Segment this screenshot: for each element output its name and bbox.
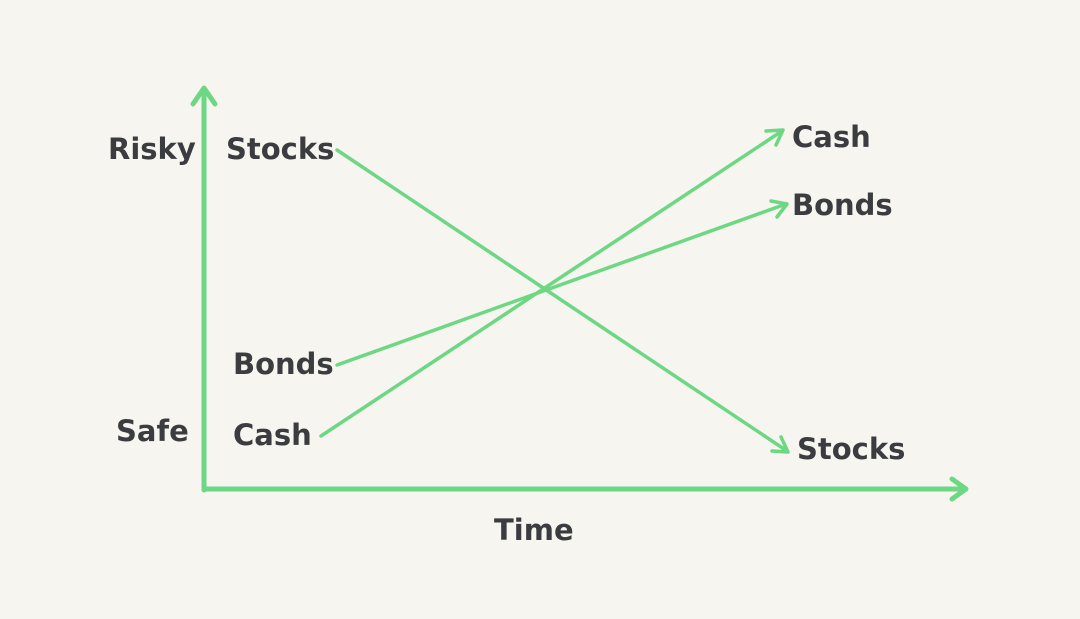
bonds-line xyxy=(335,199,789,367)
y-axis xyxy=(190,85,218,493)
stocks-line xyxy=(335,148,790,454)
risky-label: Risky xyxy=(108,132,196,166)
x-axis xyxy=(201,476,969,502)
start-label-bonds: Bonds xyxy=(233,347,334,381)
end-label-cash: Cash xyxy=(792,120,871,154)
time-label: Time xyxy=(494,513,574,547)
safe-label: Safe xyxy=(116,414,189,448)
cash-line xyxy=(319,128,785,438)
end-label-bonds: Bonds xyxy=(792,188,893,222)
start-label-stocks: Stocks xyxy=(226,132,335,166)
end-label-stocks: Stocks xyxy=(797,432,906,466)
start-label-cash: Cash xyxy=(233,418,312,452)
